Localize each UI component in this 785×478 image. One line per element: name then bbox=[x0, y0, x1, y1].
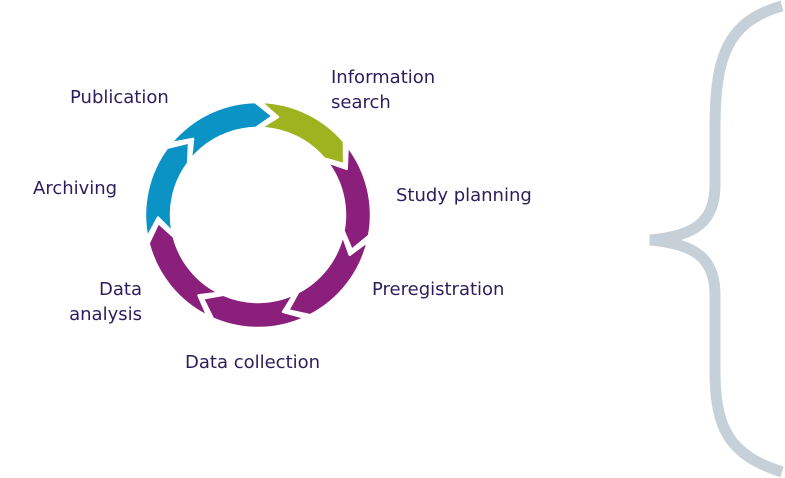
label-data-analysis-line1: Data bbox=[99, 279, 142, 300]
label-data-analysis: Data analysis bbox=[60, 277, 142, 327]
label-publication: Publication bbox=[70, 87, 169, 108]
segment-archiving bbox=[143, 141, 191, 239]
label-preregistration: Preregistration bbox=[372, 279, 505, 300]
label-study-planning: Study planning bbox=[396, 185, 532, 206]
label-archiving: Archiving bbox=[33, 178, 118, 199]
label-information-search: Information search bbox=[331, 65, 435, 115]
curly-brace-path bbox=[649, 0, 784, 478]
segment-information-search bbox=[259, 100, 346, 166]
label-data-collection: Data collection bbox=[185, 352, 321, 373]
label-data-analysis-line2: analysis bbox=[69, 304, 142, 325]
label-information-search-line2: search bbox=[331, 92, 391, 113]
segment-data-collection bbox=[201, 292, 307, 330]
segment-publication bbox=[169, 100, 275, 161]
segment-study-planning bbox=[325, 144, 373, 252]
segment-data-analysis bbox=[147, 221, 221, 318]
label-information-search-line1: Information bbox=[331, 67, 436, 88]
segment-preregistration bbox=[286, 234, 370, 317]
